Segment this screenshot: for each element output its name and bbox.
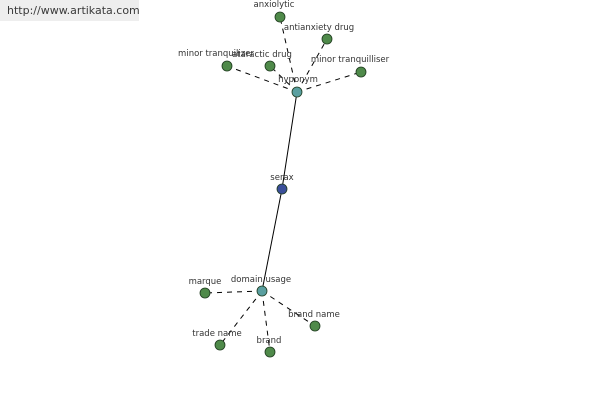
label-trade-name[interactable]: trade name [192,329,241,339]
node-antianxiety-drug[interactable] [321,33,333,45]
label-hyponym[interactable]: hyponym [278,75,318,85]
node-trade-name[interactable] [214,339,226,351]
node-ataractic-drug[interactable] [264,60,276,72]
edge-serax-domain-usage [261,188,283,292]
node-anxiolytic[interactable] [274,11,286,23]
node-minor-tranquilizer[interactable] [221,60,233,72]
edge-domain-usage-trade-name [219,290,263,346]
graph-labels: serax hyponym domain usage anxiolytic antian… [178,0,390,346]
node-domain-usage[interactable] [256,285,268,297]
url-banner: http://www.artikata.com [0,0,140,21]
label-minor-tranquilliser[interactable]: minor tranquilliser [311,55,390,65]
node-marque[interactable] [199,287,211,299]
label-anxiolytic[interactable]: anxiolytic [254,0,295,10]
label-minor-tranquilizer[interactable]: minor tranquilizer [178,49,254,59]
edge-hyponym-ataractic-drug [269,65,298,93]
edge-hyponym-minor-tranquilizer [226,65,298,93]
label-antianxiety-drug[interactable]: antianxiety drug [284,23,354,33]
node-brand[interactable] [264,346,276,358]
label-brand-name[interactable]: brand name [288,310,340,320]
graph-nodes [199,11,367,358]
edge-domain-usage-brand [261,290,271,353]
edge-hyponym-anxiolytic [279,16,298,93]
url-text[interactable]: http://www.artikata.com [7,4,140,17]
node-minor-tranquilliser[interactable] [355,66,367,78]
edge-serax-hyponym [281,91,298,190]
edge-domain-usage-brand-name [261,290,316,327]
label-serax[interactable]: serax [270,173,293,183]
node-brand-name[interactable] [309,320,321,332]
edge-hyponym-minor-tranquilliser [296,71,362,93]
edge-domain-usage-marque [204,290,263,294]
node-serax[interactable] [276,183,288,195]
label-domain-usage[interactable]: domain usage [231,275,291,285]
label-brand[interactable]: brand [257,336,282,346]
node-hyponym[interactable] [291,86,303,98]
label-marque[interactable]: marque [189,277,222,287]
edge-hyponym-antianxiety-drug [296,38,328,93]
graph-edges [204,16,362,353]
label-ataractic-drug[interactable]: ataractic drug [232,50,292,60]
